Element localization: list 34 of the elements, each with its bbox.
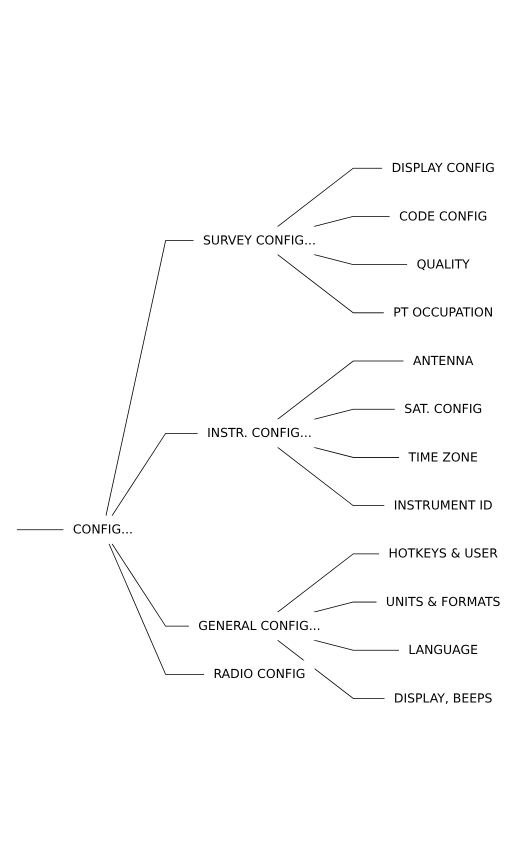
connector <box>314 254 408 266</box>
connector <box>277 554 380 613</box>
connector <box>277 168 383 228</box>
connector <box>314 447 400 458</box>
node-text: INSTRUMENT ID <box>394 498 493 513</box>
node-text: INSTR. CONFIG... <box>207 426 312 440</box>
node-text: UNITS & FORMATS <box>386 594 500 610</box>
connector <box>277 360 404 420</box>
node-text: GENERAL CONFIG... <box>198 618 321 634</box>
connector <box>277 447 385 506</box>
connector <box>112 433 198 516</box>
node-text: CONFIG... <box>72 522 133 537</box>
connector <box>106 240 194 516</box>
node-text: PT OCCUPATION <box>393 305 494 320</box>
node-text: DISPLAY CONFIG <box>392 160 495 176</box>
node-text: HOTKEYS & USER <box>388 546 498 561</box>
connector <box>277 640 385 699</box>
node-text: DISPLAY, BEEPS <box>394 690 492 706</box>
node-text: QUALITY <box>416 257 470 272</box>
node-text: SURVEY CONFIG... <box>202 232 316 248</box>
connector <box>277 254 384 314</box>
node-text: LANGUAGE <box>408 642 478 658</box>
node-text: RADIO CONFIG <box>213 666 306 682</box>
connector <box>108 544 205 675</box>
node-text: SAT. CONFIG <box>404 402 482 416</box>
menu-tree-diagram: CONFIG... SURVEY CONFIG... DISPLAY CONFIG CODE CONFIG QUALITY PT OCCUPATION INSTR. CONFIG... ANTENNA SAT. CONFIG TIME ZONE INSTRUMENT ID GENERAL CONFIG... HOTKEYS & USER UNITS & FORMATS LANGUAGE DISPLAY, BEEPS RADIO CONFIG <box>6 148 516 719</box>
node-text: TIME ZONE <box>408 450 478 465</box>
connector <box>112 544 190 627</box>
connector <box>314 602 377 613</box>
connector <box>314 640 400 651</box>
connector <box>314 216 390 228</box>
node-text: ANTENNA <box>412 353 474 368</box>
node-text: CODE CONFIG <box>399 208 488 224</box>
connector <box>314 409 396 420</box>
